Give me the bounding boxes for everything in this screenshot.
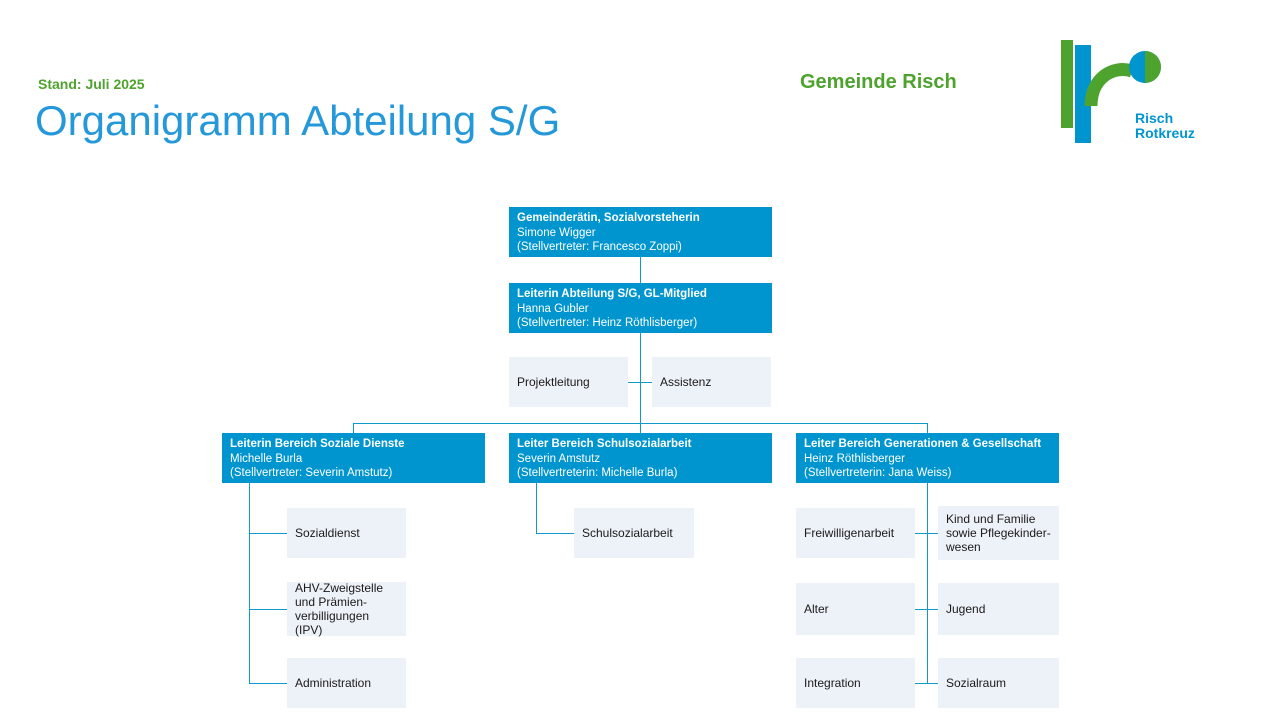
unit-label: Sozialdienst	[295, 526, 360, 540]
deputy-text: (Stellvertreterin: Michelle Burla)	[517, 467, 678, 479]
person-name: Michelle Burla	[230, 452, 303, 465]
unit-label: Assistenz	[660, 375, 712, 389]
logo-wordmark: Risch Rotkreuz	[1135, 111, 1195, 141]
org-box-schulsozialarbeit-leiter: Leiter Bereich Schulsozialarbeit Severin…	[509, 433, 772, 483]
connector-line	[249, 533, 287, 534]
logo-text-line1: Risch	[1135, 110, 1174, 126]
connector-line	[249, 683, 287, 684]
connector-line	[536, 533, 574, 534]
org-box-alter: Alter	[796, 583, 915, 635]
unit-label: Kind und Familie sowie Pflegekinder- wes…	[946, 512, 1051, 554]
connector-line	[915, 533, 938, 534]
org-box-generationen-gesellschaft: Leiter Bereich Generationen & Gesellscha…	[796, 433, 1059, 483]
municipality-name: Gemeinde Risch	[800, 71, 957, 93]
page-title: Organigramm Abteilung S/G	[35, 97, 561, 144]
org-box-schulsozialarbeit: Schulsozialarbeit	[574, 508, 694, 558]
connector-line	[353, 423, 354, 433]
role-text: Leiterin Bereich Soziale Dienste	[230, 438, 405, 450]
org-box-sozialraum: Sozialraum	[938, 658, 1059, 708]
connector-line	[927, 483, 928, 683]
logo-text-line2: Rotkreuz	[1135, 125, 1195, 141]
risch-rotkreuz-logo: Risch Rotkreuz	[1055, 40, 1200, 146]
unit-label: Administration	[295, 676, 372, 690]
org-box-ahv-zweigstelle: AHV-Zweigstelle und Prämien- verbilligun…	[287, 581, 406, 637]
connector-line	[927, 423, 928, 433]
role-text: Leiterin Abteilung S/G, GL-Mitglied	[517, 288, 707, 300]
person-name: Hanna Gubler	[517, 302, 589, 315]
org-box-freiwilligenarbeit: Freiwilligenarbeit	[796, 508, 915, 558]
connector-line	[249, 483, 250, 683]
unit-label: Jugend	[946, 602, 986, 616]
connector-line	[640, 333, 641, 423]
connector-line	[628, 382, 652, 383]
deputy-text: (Stellvertreter: Severin Amstutz)	[230, 467, 393, 479]
org-box-administration: Administration	[287, 658, 406, 708]
person-name: Heinz Röthlisberger	[804, 452, 905, 465]
role-text: Gemeinderätin, Sozialvorsteherin	[517, 212, 700, 224]
unit-label: Freiwilligenarbeit	[804, 526, 895, 540]
date-label: Stand: Juli 2025	[38, 76, 145, 92]
logo-r-icon	[1061, 40, 1161, 143]
org-box-kind-und-familie: Kind und Familie sowie Pflegekinder- wes…	[938, 506, 1059, 560]
unit-label: Integration	[804, 676, 861, 690]
unit-label: Sozialraum	[946, 676, 1007, 690]
person-name: Severin Amstutz	[517, 452, 601, 465]
org-box-assistenz: Assistenz	[652, 357, 771, 407]
org-box-jugend: Jugend	[938, 583, 1059, 635]
connector-line	[249, 609, 287, 610]
org-box-projektleitung: Projektleitung	[509, 357, 628, 407]
org-box-integration: Integration	[796, 658, 915, 708]
deputy-text: (Stellvertreter: Francesco Zoppi)	[517, 241, 682, 253]
role-text: Leiter Bereich Generationen & Gesellscha…	[804, 438, 1042, 450]
org-box-sozialdienst: Sozialdienst	[287, 508, 406, 558]
org-box-leiterin-abteilung: Leiterin Abteilung S/G, GL-Mitglied Hann…	[509, 283, 772, 333]
connector-line	[915, 609, 938, 610]
person-name: Simone Wigger	[517, 226, 596, 239]
unit-label: Projektleitung	[517, 375, 590, 389]
connector-line	[640, 257, 641, 283]
role-text: Leiter Bereich Schulsozialarbeit	[517, 438, 692, 450]
connector-line	[915, 683, 938, 684]
unit-label: Alter	[804, 602, 829, 616]
connector-line	[640, 423, 641, 433]
deputy-text: (Stellvertreterin: Jana Weiss)	[804, 467, 952, 479]
org-box-gemeinderaetin: Gemeinderätin, Sozialvorsteherin Simone …	[509, 207, 772, 257]
deputy-text: (Stellvertreter: Heinz Röthlisberger)	[517, 317, 698, 329]
connector-line	[536, 483, 537, 533]
unit-label: Schulsozialarbeit	[582, 526, 673, 540]
org-box-soziale-dienste: Leiterin Bereich Soziale Dienste Michell…	[222, 433, 485, 483]
unit-label: AHV-Zweigstelle und Prämien- verbilligun…	[295, 581, 384, 637]
